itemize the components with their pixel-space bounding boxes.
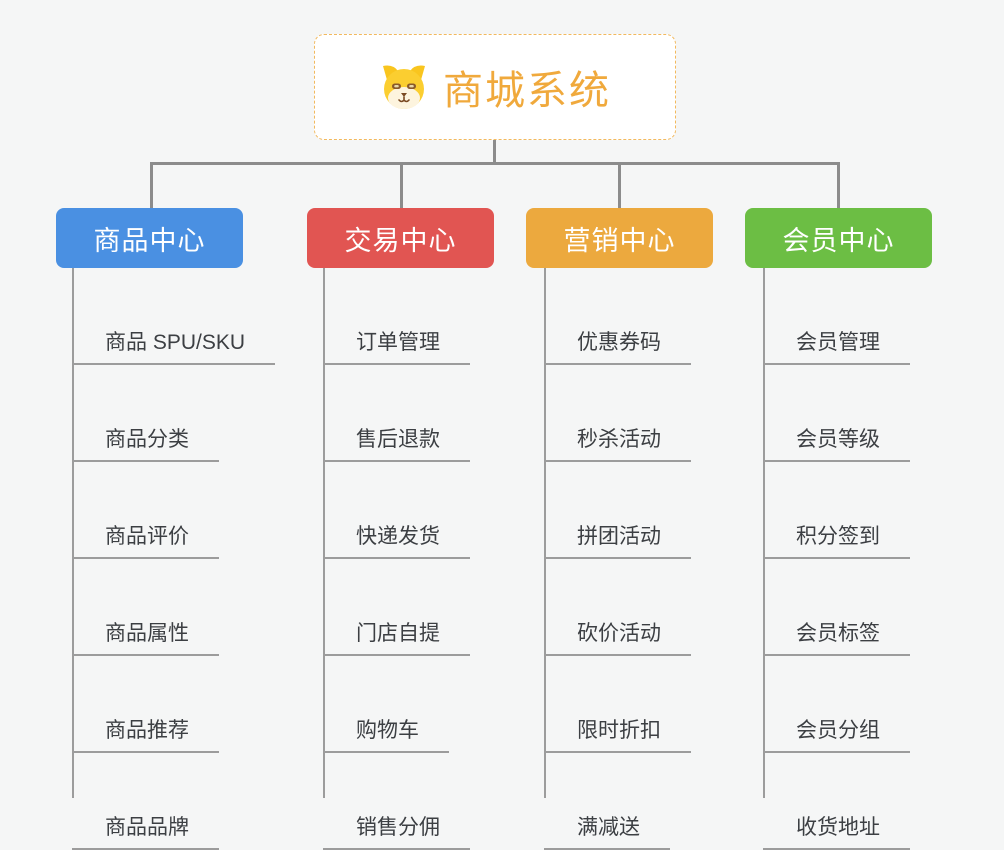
branch-column-marketing: 优惠券码 秒杀活动 拼团活动 砍价活动 限时折扣 满减送 bbox=[544, 268, 691, 850]
leaf-node[interactable]: 快递发货 bbox=[323, 462, 470, 559]
leaf-node[interactable]: 会员标签 bbox=[763, 559, 910, 656]
leaf-node[interactable]: 销售分佣 bbox=[323, 753, 470, 850]
leaf-node[interactable]: 商品品牌 bbox=[72, 753, 219, 850]
branch-column-members: 会员管理 会员等级 积分签到 会员标签 会员分组 收货地址 bbox=[763, 268, 910, 850]
leaf-node[interactable]: 商品 SPU/SKU bbox=[72, 268, 276, 365]
branch-connector-bus bbox=[150, 162, 840, 165]
leaf-node[interactable]: 售后退款 bbox=[323, 365, 470, 462]
leaf-node[interactable]: 满减送 bbox=[544, 753, 670, 850]
branch-connector-drop bbox=[837, 162, 840, 209]
branch-node-marketing[interactable]: 营销中心 bbox=[526, 208, 713, 268]
leaf-node[interactable]: 商品属性 bbox=[72, 559, 219, 656]
branch-column-products: 商品 SPU/SKU 商品分类 商品评价 商品属性 商品推荐 商品品牌 bbox=[72, 268, 276, 850]
branch-spine bbox=[72, 268, 74, 798]
branch-spine bbox=[544, 268, 546, 798]
leaf-node[interactable]: 会员分组 bbox=[763, 656, 910, 753]
branch-spine bbox=[323, 268, 325, 798]
branch-node-trade[interactable]: 交易中心 bbox=[307, 208, 494, 268]
leaf-node[interactable]: 商品评价 bbox=[72, 462, 219, 559]
root-title: 商城系统 bbox=[443, 69, 611, 113]
leaf-node[interactable]: 积分签到 bbox=[763, 462, 910, 559]
branch-column-trade: 订单管理 售后退款 快递发货 门店自提 购物车 销售分佣 bbox=[323, 268, 470, 850]
leaf-node[interactable]: 限时折扣 bbox=[544, 656, 691, 753]
leaf-node[interactable]: 优惠券码 bbox=[544, 268, 691, 365]
branch-node-members[interactable]: 会员中心 bbox=[745, 208, 932, 268]
leaf-node[interactable]: 购物车 bbox=[323, 656, 449, 753]
root-connector-stem bbox=[493, 140, 496, 163]
leaf-node[interactable]: 秒杀活动 bbox=[544, 365, 691, 462]
branch-connector-drop bbox=[150, 162, 153, 209]
branch-node-products[interactable]: 商品中心 bbox=[56, 208, 243, 268]
leaf-node[interactable]: 订单管理 bbox=[323, 268, 470, 365]
leaf-node[interactable]: 砍价活动 bbox=[544, 559, 691, 656]
dog-face-icon bbox=[379, 62, 429, 112]
branch-connector-drop bbox=[618, 162, 621, 209]
leaf-node[interactable]: 会员管理 bbox=[763, 268, 910, 365]
branch-connector-drop bbox=[400, 162, 403, 209]
root-node[interactable]: 商城系统 bbox=[314, 34, 676, 140]
leaf-node[interactable]: 商品分类 bbox=[72, 365, 219, 462]
leaf-node[interactable]: 会员等级 bbox=[763, 365, 910, 462]
leaf-node[interactable]: 收货地址 bbox=[763, 753, 910, 850]
leaf-node[interactable]: 门店自提 bbox=[323, 559, 470, 656]
leaf-node[interactable]: 商品推荐 bbox=[72, 656, 219, 753]
leaf-node[interactable]: 拼团活动 bbox=[544, 462, 691, 559]
branch-spine bbox=[763, 268, 765, 798]
